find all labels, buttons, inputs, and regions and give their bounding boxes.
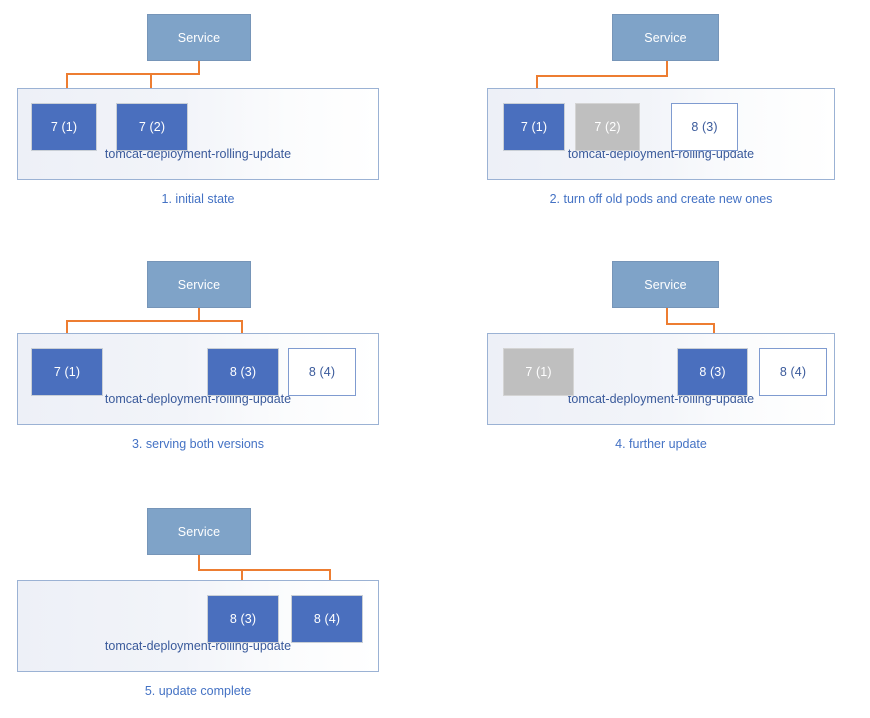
panel-3-caption: 3. serving both versions bbox=[131, 437, 264, 451]
panel-5-caption: 5. update complete bbox=[144, 684, 252, 698]
service-box: Service bbox=[612, 14, 719, 61]
pod-8-3[interactable]: 8 (3) bbox=[677, 348, 748, 396]
pod-8-4[interactable]: 8 (4) bbox=[291, 595, 363, 643]
service-box: Service bbox=[147, 14, 251, 61]
pod-8-3[interactable]: 8 (3) bbox=[207, 595, 279, 643]
service-box: Service bbox=[147, 508, 251, 555]
pod-7-1[interactable]: 7 (1) bbox=[31, 348, 103, 396]
service-box: Service bbox=[147, 261, 251, 308]
pod-8-4[interactable]: 8 (4) bbox=[288, 348, 356, 396]
pod-7-1[interactable]: 7 (1) bbox=[31, 103, 97, 151]
pod-7-1[interactable]: 7 (1) bbox=[503, 348, 574, 396]
panel-2-caption: 2. turn off old pods and create new ones bbox=[549, 192, 773, 206]
pod-7-1[interactable]: 7 (1) bbox=[503, 103, 565, 151]
pod-8-3[interactable]: 8 (3) bbox=[671, 103, 738, 151]
pod-7-2[interactable]: 7 (2) bbox=[575, 103, 640, 151]
pod-8-3[interactable]: 8 (3) bbox=[207, 348, 279, 396]
panel-1-caption: 1. initial state bbox=[161, 192, 235, 206]
pod-7-2[interactable]: 7 (2) bbox=[116, 103, 188, 151]
service-box: Service bbox=[612, 261, 719, 308]
pod-8-4[interactable]: 8 (4) bbox=[759, 348, 827, 396]
panel-4-caption: 4. further update bbox=[615, 437, 707, 451]
